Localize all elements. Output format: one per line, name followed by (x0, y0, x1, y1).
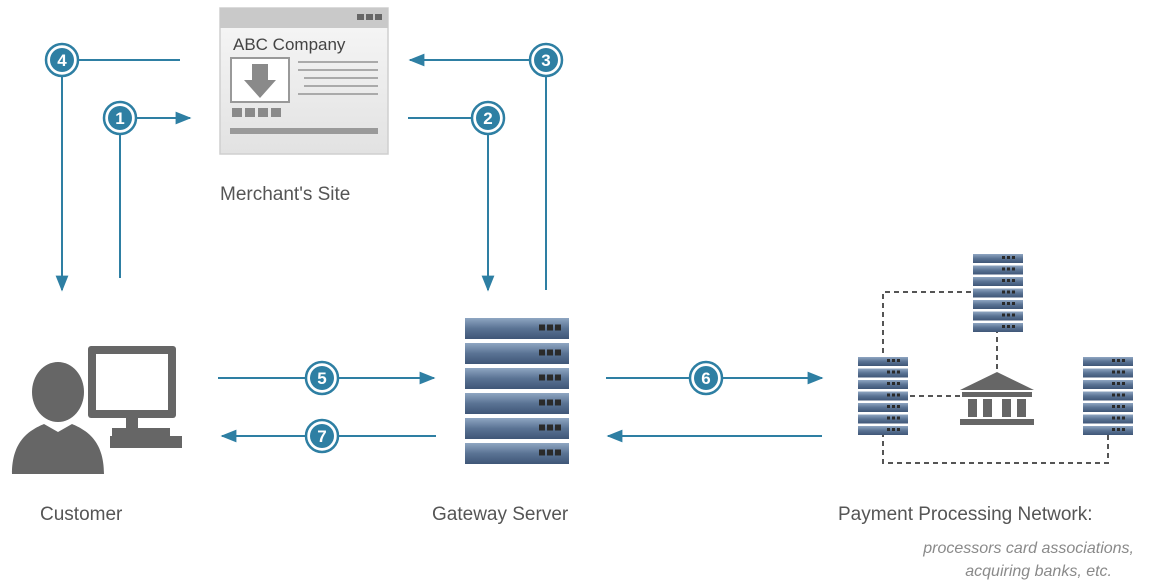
step-badge-4: 4 (44, 42, 80, 78)
server-rack-icon (858, 357, 908, 435)
payment-network-icon (858, 254, 1133, 464)
step-number: 2 (483, 109, 492, 128)
payment-network-label: Payment Processing Network: (838, 504, 1093, 525)
payment-network-sublabel-1: processors card associations, (923, 540, 1134, 557)
step-number: 6 (701, 369, 710, 388)
bank-icon (960, 372, 1034, 425)
customer-computer-icon (12, 346, 182, 474)
step-badge-2: 2 (470, 100, 506, 136)
step-badge-7: 7 (304, 418, 340, 454)
payment-network-sublabel-2: acquiring banks, etc. (965, 563, 1112, 580)
window-title: ABC Company (233, 35, 346, 54)
step-number: 1 (115, 109, 124, 128)
merchant-site-label: Merchant's Site (220, 184, 351, 205)
step-badge-6: 6 (688, 360, 724, 396)
gateway-server-label: Gateway Server (432, 504, 569, 525)
arrow-step-3 (408, 53, 547, 290)
server-rack-icon (1083, 357, 1133, 435)
step-badge-1: 1 (102, 100, 138, 136)
step-badge-5: 5 (304, 360, 340, 396)
step-badge-3: 3 (528, 42, 564, 78)
step-badges: 1 2 3 4 5 6 7 (44, 42, 724, 454)
arrow-step-1 (119, 111, 192, 278)
step-number: 5 (317, 369, 326, 388)
arrow-step-2 (408, 117, 495, 292)
step-number: 4 (57, 51, 67, 70)
server-rack-icon (465, 318, 569, 464)
step-number: 3 (541, 51, 550, 70)
browser-window-icon: ABC Company (219, 7, 389, 155)
customer-label: Customer (40, 504, 123, 525)
step-number: 7 (317, 427, 326, 446)
server-rack-icon (973, 254, 1023, 332)
